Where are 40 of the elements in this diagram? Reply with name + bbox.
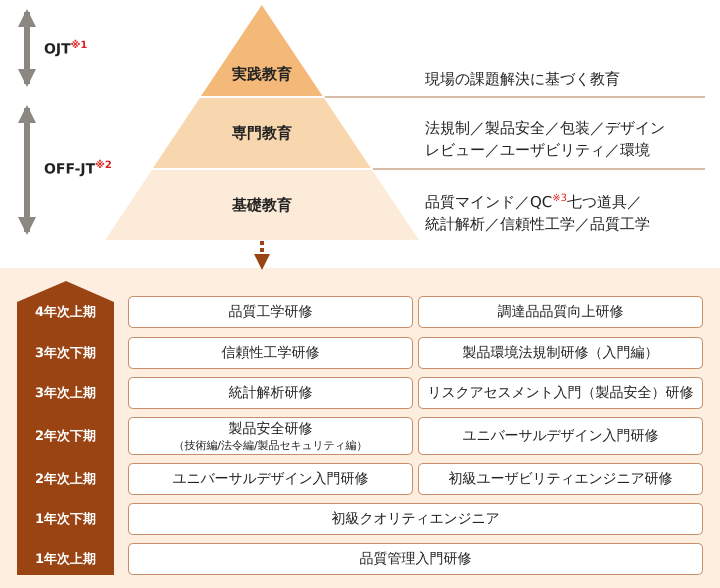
course-box (128, 377, 413, 409)
course-title: 初級クオリティエンジニア (332, 510, 500, 528)
period-label: 1年次上期 (34, 551, 98, 568)
arrow (254, 241, 270, 270)
course-title: リスクアセスメント入門（製品安全）研修 (428, 384, 694, 402)
course-title: 信頼性工学研修 (222, 344, 320, 362)
period-label: 3年次上期 (34, 385, 98, 402)
description-text: 品質マインド／QC$^{※3}$七つ道具／統計解析／信頼性工学／品質工学 (425, 192, 651, 235)
course-box (128, 543, 703, 575)
course-box (418, 296, 703, 328)
course-title: ユニバーサルデザイン入門研修 (462, 427, 658, 445)
pyramid-tier: 専門教育 (153, 98, 371, 168)
description-text: 法規制／製品安全／包装／デザインレビュー／ユーザビリティ／環境 (425, 118, 666, 161)
course-title: 品質工学研修 (228, 303, 312, 321)
period-label: 4年次上期 (34, 304, 98, 321)
pyramid-tier: 基礎教育 (105, 170, 419, 240)
course-title: 品質管理入門研修 (360, 550, 472, 568)
course-title: 製品環境法規制研修（入門編） (462, 344, 658, 362)
course-box (418, 337, 703, 369)
course-title: 統計解析研修 (228, 384, 312, 402)
course-title: ユニバーサルデザイン入門研修 (172, 470, 368, 488)
period-label: 2年次上期 (34, 471, 98, 488)
course-title: 初級ユーザビリティエンジニア研修 (448, 470, 672, 488)
period-label: 3年次下期 (34, 345, 98, 362)
period-label: 2年次下期 (34, 428, 98, 445)
course-title: 製品安全研修 (228, 420, 312, 438)
course-box (128, 463, 413, 495)
course-box (418, 377, 703, 409)
course-box (128, 337, 413, 369)
course-box (128, 417, 413, 455)
course-box (418, 417, 703, 455)
course-title: 調達品品質向上研修 (498, 303, 624, 321)
period-label: 1年次下期 (34, 511, 98, 528)
course-box (128, 503, 703, 535)
course-subtitle: （技術編/法令編/製品セキュリティ編） (173, 438, 368, 452)
span-label: OJT$^{※1}$ (44, 40, 88, 58)
pyramid-tier: 実践教育 (201, 5, 323, 96)
course-box (418, 463, 703, 495)
course-box (128, 296, 413, 328)
description-text: 現場の課題解決に基づく教育 (425, 69, 621, 90)
